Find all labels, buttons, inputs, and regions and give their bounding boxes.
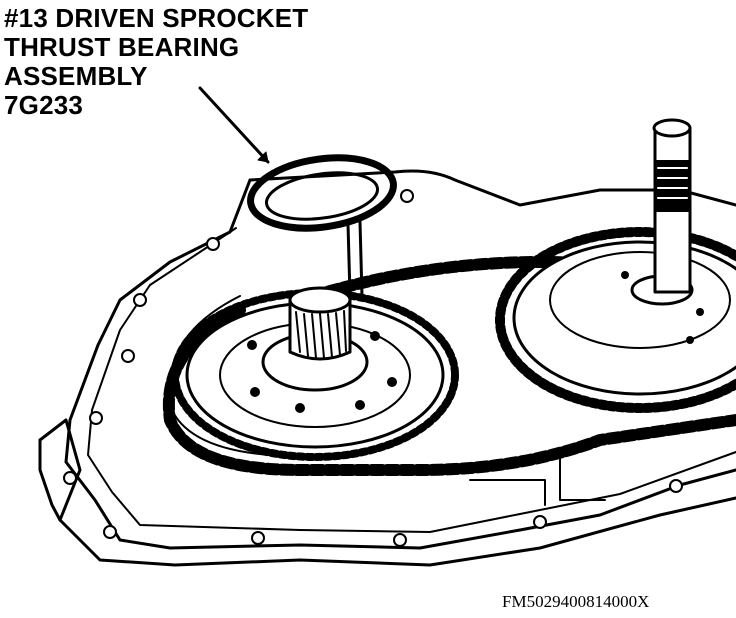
callout-line-3: ASSEMBLY — [4, 61, 148, 91]
case-housing — [38, 169, 736, 567]
figure-id-label: FM5029400814000X — [502, 592, 650, 611]
output-shaft — [652, 118, 692, 294]
drive-sprocket — [495, 227, 736, 413]
callout-label: #13 DRIVEN SPROCKET THRUST BEARING ASSEM… — [4, 4, 308, 120]
callout-leader-line — [198, 86, 270, 164]
callout-line-1: #13 DRIVEN SPROCKET — [4, 3, 309, 33]
callout-line-4: 7G233 — [4, 90, 84, 120]
callout-line-2: THRUST BEARING — [4, 32, 240, 62]
driven-sprocket — [171, 286, 459, 461]
